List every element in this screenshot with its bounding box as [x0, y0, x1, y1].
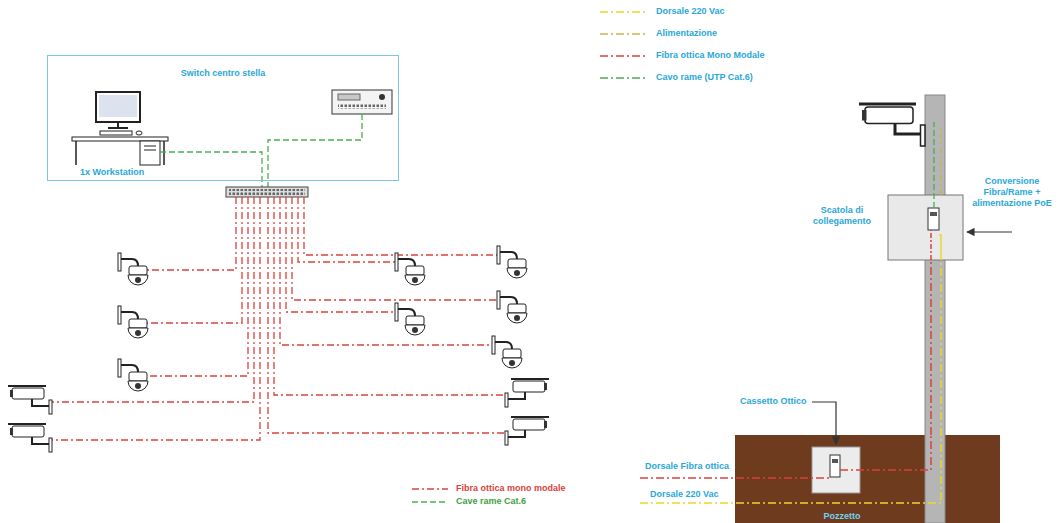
legend-sample [600, 11, 648, 13]
bullet-camera [8, 424, 52, 452]
workstation [72, 92, 168, 165]
power-cable [940, 126, 941, 195]
junction-box [888, 195, 963, 260]
fiber-cable [280, 197, 492, 345]
callout-label: Cassetto Ottico [740, 396, 810, 407]
fiber-backbone [640, 435, 931, 478]
callout-label: Dorsale Fibra ottica [645, 461, 745, 472]
fiber-cable [268, 197, 505, 433]
node-box: Pozzetto [735, 435, 1000, 523]
fiber-cable [304, 197, 497, 255]
power-backbone [640, 260, 941, 503]
dome-camera [118, 359, 148, 391]
legend-text: Fibra ottica Mono Modale [656, 50, 765, 61]
node-text: Pozzetto [807, 511, 877, 522]
fiber-cable [292, 197, 497, 300]
copper-cable [933, 122, 934, 208]
fiber-cable [286, 197, 395, 312]
legend-samples [412, 12, 648, 502]
dome-camera [395, 303, 425, 335]
node-box: Switch centro stella [47, 55, 399, 181]
dome-camera [497, 246, 527, 278]
fiber-cable [147, 197, 236, 270]
legend-sample [600, 55, 648, 57]
fiber-cable [52, 197, 260, 440]
fiber-cable [274, 197, 505, 395]
fiber-cable [147, 197, 248, 376]
legend-sample [412, 501, 448, 503]
bullet-camera [8, 386, 52, 414]
fiber-cable [298, 197, 395, 262]
node-box: Scatola di collegamento [888, 195, 963, 260]
callout-label: 1x Workstation [80, 167, 170, 178]
dome-camera [497, 291, 527, 323]
legend-text: Alimentazione [656, 28, 717, 39]
legend-sample [412, 488, 448, 490]
legend-sample [600, 77, 648, 79]
node-text: Switch centro stella [48, 68, 398, 79]
bullet-camera [859, 104, 925, 146]
callout-arrow [967, 231, 1012, 232]
recorder-rack [332, 90, 392, 114]
callout-label: Conversione Fibra/Rame + alimentazione P… [970, 176, 1054, 209]
legend-text: Cavo rame (UTP Cat.6) [656, 72, 753, 83]
legend-sample [600, 33, 648, 35]
fiber-cable [52, 197, 254, 402]
legend-text: Cave rame Cat.6 [456, 496, 526, 507]
fiber-connector [930, 260, 932, 435]
fiber-cables [52, 197, 505, 440]
dome-camera [395, 253, 425, 285]
dome-camera [118, 253, 148, 285]
pole [925, 95, 945, 523]
legend-text: Fibra ottica mono modale [456, 483, 566, 494]
copper-cable [160, 114, 362, 187]
pit-ground [735, 435, 1000, 523]
dome-camera [118, 306, 148, 338]
bullet-camera [505, 379, 549, 407]
fiber-cable [147, 197, 242, 323]
network-switch [226, 187, 308, 197]
node-text: Scatola di collegamento [804, 205, 880, 227]
legend-text: Dorsale 220 Vac [656, 6, 725, 17]
callout-arrow [812, 402, 836, 444]
callout-label: Dorsale 220 Vac [650, 489, 740, 500]
bullet-camera [505, 417, 549, 445]
dome-camera [492, 336, 522, 368]
